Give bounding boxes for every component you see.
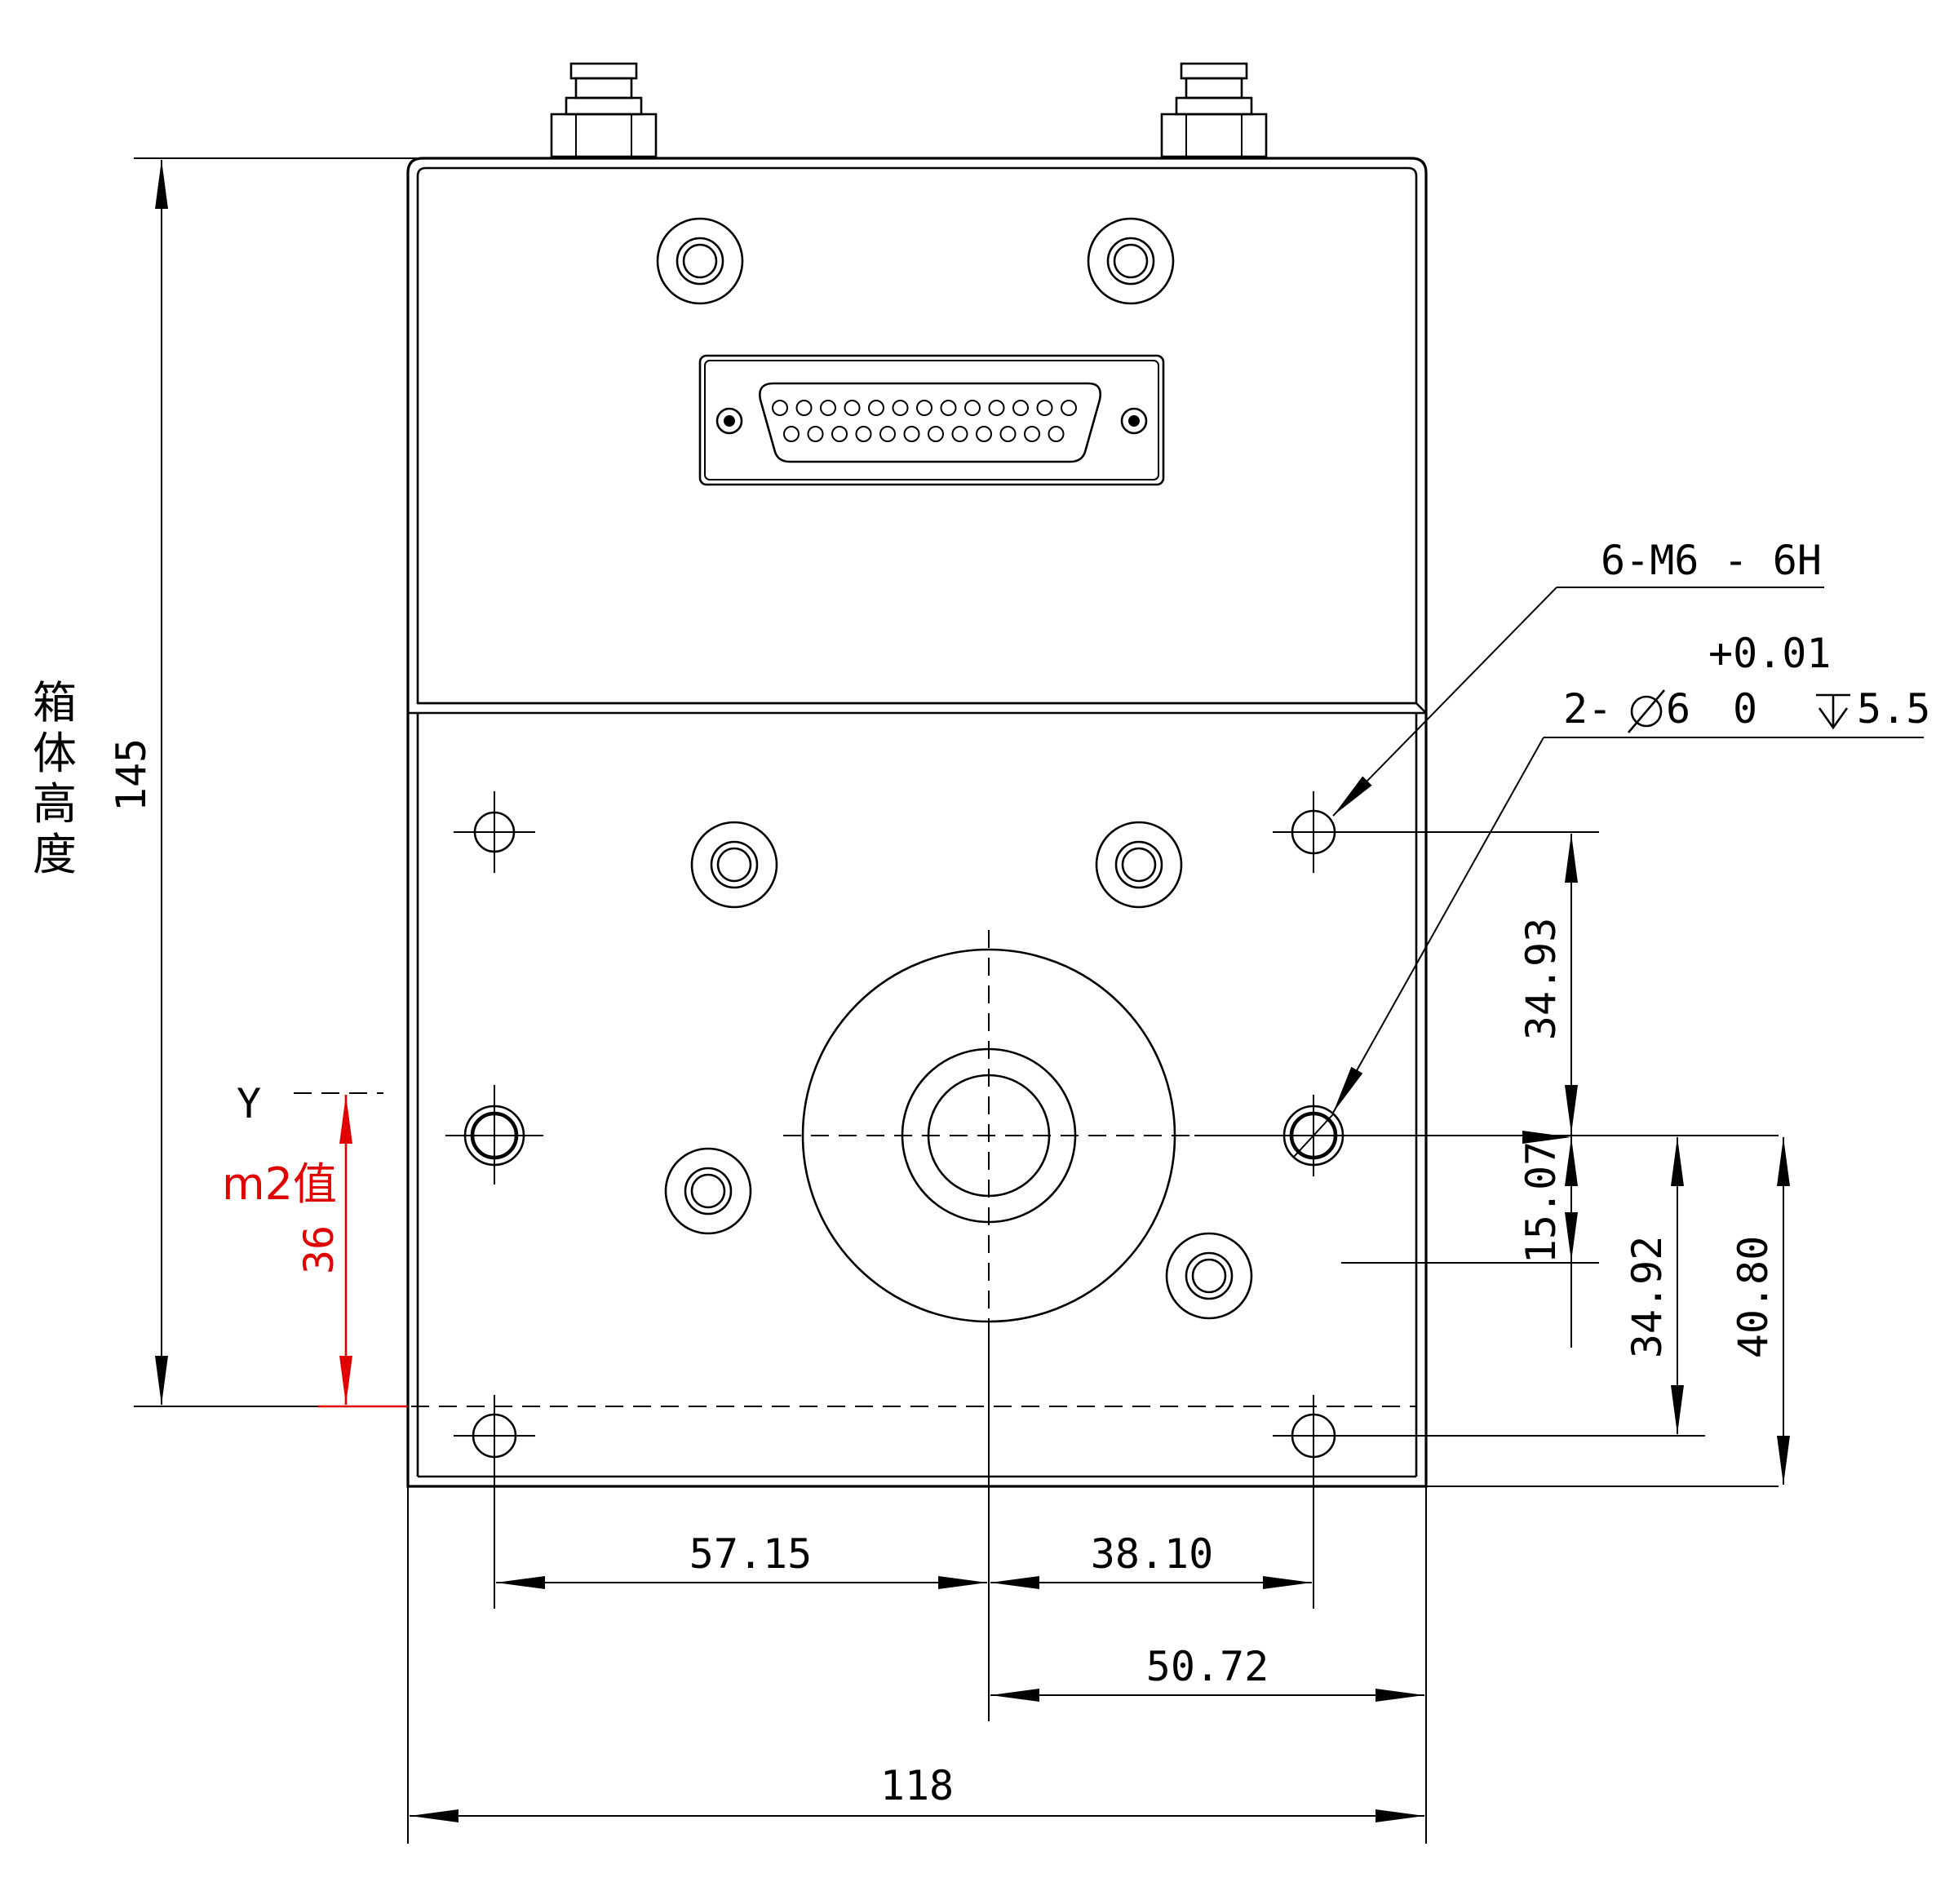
dim-50-72: 50.72 [1146, 1643, 1269, 1690]
m2-label: m2值 [222, 1158, 337, 1210]
lower-boss-top-right [1095, 821, 1183, 909]
dowel-hole-left [445, 1085, 543, 1184]
connector-pin [772, 400, 788, 416]
dim-36: 36 [295, 1225, 343, 1274]
dim-m2 [294, 1092, 408, 1408]
db25-connector-icon [698, 354, 1165, 486]
box-height-char-1: 箱 [33, 677, 77, 728]
depth-icon [1816, 693, 1850, 730]
box-height-char-4: 度 [33, 829, 77, 880]
tolerance-upper: +0.01 [1708, 630, 1832, 677]
right-fitting [1160, 62, 1268, 158]
lower-boss-top-left [690, 821, 778, 909]
main-bore [783, 930, 1282, 1330]
connector-pins [772, 400, 1077, 442]
dim-right-verticals [1341, 831, 1790, 1487]
connector-pin [795, 400, 813, 416]
dim-34-92: 34.92 [1624, 1236, 1671, 1359]
connector-pin [951, 426, 968, 442]
connector-pin [1061, 400, 1077, 416]
depth-value: 5.5 [1857, 685, 1930, 733]
dim-34-93: 34.93 [1517, 918, 1565, 1041]
dim-57-15: 57.15 [689, 1530, 813, 1578]
connector-pin [940, 400, 957, 416]
connector-pin [976, 426, 992, 442]
connector-pin [999, 426, 1017, 442]
connector-pin [903, 426, 920, 442]
tolerance-lower: 0 [1733, 685, 1757, 733]
y-label: Y [237, 1080, 261, 1127]
connector-pin [916, 400, 932, 416]
connector-pin [783, 426, 800, 442]
lower-boss-left [664, 1147, 752, 1235]
connector-pin [892, 400, 909, 416]
connector-pin [868, 400, 884, 416]
connector-pin [1024, 426, 1040, 442]
box-height-char-2: 体 [33, 728, 77, 779]
hole-callout-leader [1332, 737, 1924, 1114]
connector-pin [820, 400, 836, 416]
connector-pin [879, 426, 896, 442]
left-fitting [550, 62, 658, 158]
connector-pin [928, 426, 944, 442]
dim-15-07: 15.07 [1517, 1141, 1565, 1264]
hole-callout-prefix: 2- [1563, 685, 1612, 733]
diameter-icon [1628, 689, 1665, 733]
dim-38-10: 38.10 [1091, 1530, 1214, 1578]
upper-boss-left [656, 217, 744, 305]
connector-pin [807, 426, 824, 442]
lower-boss-right [1165, 1232, 1253, 1320]
dim-bottom-horizontals [407, 1322, 1427, 1844]
dim-118: 118 [880, 1762, 954, 1809]
connector-pin [1012, 400, 1029, 416]
upper-boss-right [1087, 217, 1175, 305]
housing-body [406, 157, 1428, 1488]
connector-pin [1048, 426, 1065, 442]
connector-pin [1036, 400, 1053, 416]
thread-callout: 6-M6 - 6H [1601, 537, 1822, 584]
dim-40-80: 40.80 [1730, 1236, 1777, 1359]
connector-pin [831, 426, 848, 442]
mount-hole-top-right [1273, 791, 1354, 873]
dim-box-height [134, 157, 423, 1407]
mount-hole-top-left [454, 791, 535, 873]
box-height-char-3: 高 [33, 778, 77, 830]
connector-pin [855, 426, 872, 442]
dim-145: 145 [108, 738, 155, 812]
connector-pin [964, 400, 981, 416]
hole-diameter: 6 [1666, 685, 1690, 733]
connector-pin [988, 400, 1005, 416]
thread-callout-leader [1332, 587, 1824, 817]
connector-pin [844, 400, 861, 416]
